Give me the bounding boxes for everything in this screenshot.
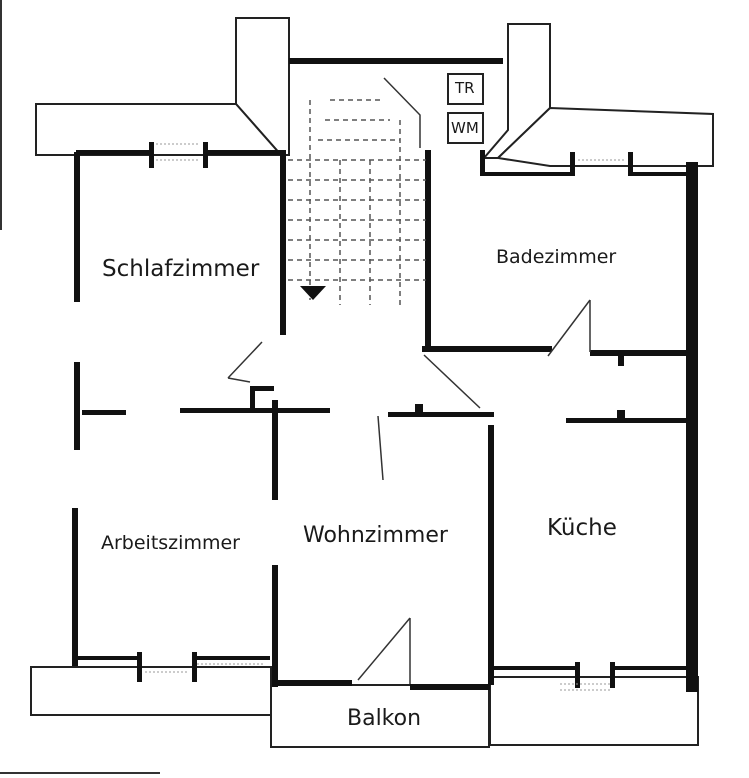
window-marks — [145, 143, 626, 691]
washer-label: WM — [451, 119, 479, 137]
door-swings — [227, 77, 591, 684]
scan-edge — [0, 0, 160, 774]
walls — [72, 58, 698, 692]
room-label-arbeitszimmer: Arbeitszimmer — [101, 532, 240, 554]
room-label-kueche: Küche — [547, 515, 617, 541]
room-label-badezimmer: Badezimmer — [496, 246, 617, 268]
room-label-wohnzimmer: Wohnzimmer — [303, 523, 448, 548]
appliance-boxes — [447, 73, 484, 144]
dryer-label: TR — [455, 79, 475, 97]
room-label-schlafzimmer: Schlafzimmer — [102, 256, 260, 282]
staircase — [288, 99, 426, 305]
stair-direction-arrow — [300, 286, 326, 300]
window-sills — [30, 103, 714, 748]
room-label-balkon: Balkon — [347, 706, 422, 731]
